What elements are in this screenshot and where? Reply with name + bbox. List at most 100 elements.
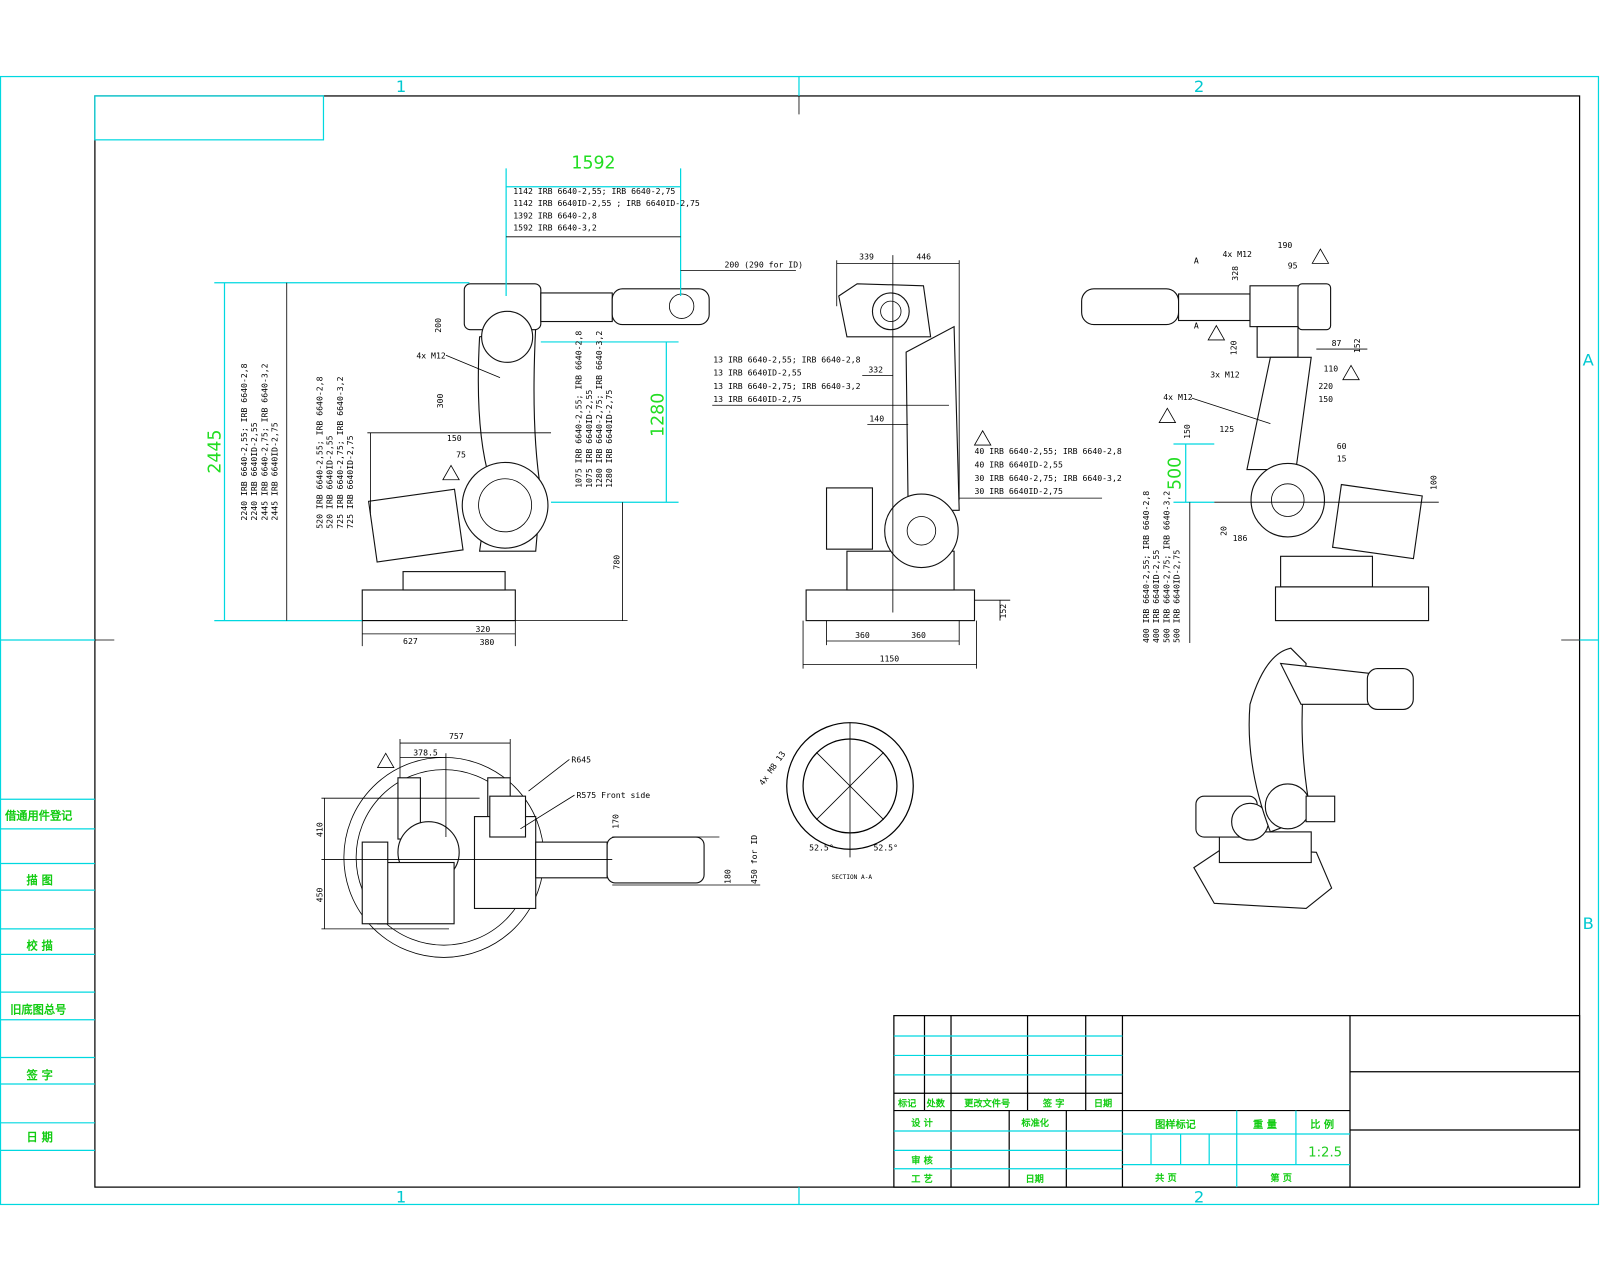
note40: 40 IRB 6640-2,55; IRB 6640-2,8 (974, 446, 1121, 456)
rear-view: A A 4x M12 190 95 328 87 152 120 3x M12 … (1082, 240, 1439, 643)
robot-top-outline (362, 778, 704, 924)
robot-isometric-view (1194, 648, 1413, 908)
dim-200: 200 (433, 318, 443, 333)
height-note: 2445 IRB 6640-2,75; IRB 6640-3,2 (259, 363, 269, 520)
height-note: 2240 IRB 6640ID-2,55 (249, 422, 259, 520)
tb-scale-label: 比 例 (1310, 1118, 1334, 1131)
side-label-old-drawing: 旧底图总号 (10, 1003, 66, 1017)
reach-note: 1142 IRB 6640ID-2,55 ; IRB 6640ID-2,75 (513, 198, 700, 208)
outer-frame (1, 77, 1599, 1205)
dim-360a: 360 (855, 630, 870, 640)
note13: 13 IRB 6640-2,75; IRB 6640-3,2 (713, 381, 860, 391)
note40: 30 IRB 6640ID-2,75 (974, 486, 1062, 496)
dim-328: 328 (1230, 266, 1240, 281)
m12-callout: 4x M12 (416, 350, 446, 360)
reach-note: 1592 IRB 6640-3,2 (513, 223, 597, 233)
robot-rear-outline (1082, 284, 1429, 621)
dim-152-rear: 152 (1352, 338, 1362, 353)
radius-645: R645 (571, 754, 591, 764)
dim-87: 87 (1332, 338, 1342, 348)
tb-weight: 重 量 (1253, 1118, 1277, 1131)
tb-standardization: 标准化 (1020, 1117, 1049, 1129)
m12-callout-c: 4x M12 (1163, 392, 1193, 402)
wrist-note: 200 (290 for ID) (724, 259, 803, 269)
note40: 40 IRB 6640ID-2,55 (974, 459, 1062, 469)
tb-count: 处数 (926, 1097, 946, 1109)
height-note: 2240 IRB 6640-2,55; IRB 6640-2,8 (239, 363, 249, 520)
upper-note: 1075 IRB 6640-2,55; IRB 6640-2,8 (574, 331, 584, 488)
dim-339: 339 (859, 251, 874, 261)
dim-125: 125 (1219, 424, 1234, 434)
dim-450: 450 (314, 888, 324, 903)
dim-2445: 2445 (205, 430, 225, 474)
rear-note: 500 IRB 6640-2,75; IRB 6640-3,2 (1161, 491, 1171, 643)
reach-note: 1142 IRB 6640-2,55; IRB 6640-2,75 (513, 186, 675, 196)
note13: 13 IRB 6640ID-2,55 (713, 368, 801, 378)
m12-callout-a: 4x M12 (1222, 249, 1252, 259)
dim-627: 627 (403, 636, 418, 646)
dim-320: 320 (476, 624, 491, 634)
dim-170: 170 (610, 814, 620, 829)
rear-note: 500 IRB 6640ID-2,75 (1172, 550, 1182, 643)
side-label-sign: 签 字 (26, 1068, 53, 1082)
dim-780: 780 (611, 555, 621, 570)
note40: 30 IRB 6640-2,75; IRB 6640-3,2 (974, 473, 1121, 483)
corner-box (95, 96, 324, 140)
tb-scale-value: 1:2.5 (1308, 1145, 1342, 1160)
section-angle-1: 52.5° (809, 842, 834, 852)
dim-500: 500 (1166, 457, 1186, 490)
rear-note: 400 IRB 6640-2,55; IRB 6640-2,8 (1141, 491, 1151, 643)
dim-110: 110 (1323, 364, 1338, 374)
dim-300: 300 (435, 393, 445, 408)
section-angle-2: 52.5° (873, 842, 898, 852)
dim-450-id: 450 for ID (749, 835, 759, 884)
side-strip-table: 借通用件登记 描 图 校 描 旧底图总号 签 字 日 期 (0, 799, 95, 1150)
dim-140: 140 (869, 414, 884, 424)
dim-150: 150 (447, 433, 462, 443)
m12-callout-b: 3x M12 (1210, 370, 1240, 380)
side-label-date: 日 期 (27, 1130, 53, 1144)
upper-note: 1280 IRB 6640-2,75; IRB 6640-3,2 (594, 331, 604, 488)
tb-sheet-no: 第 页 (1270, 1172, 1292, 1184)
dim-20: 20 (1219, 526, 1229, 536)
section-label: SECTION A-A (832, 874, 873, 881)
grid-col-2: 2 (1194, 77, 1204, 96)
section-a-a: 4x M8 13 52.5° 52.5° SECTION A-A (757, 723, 914, 881)
dim-75: 75 (456, 449, 466, 459)
top-view: 757 378.5 R645 R575 Front side 410 450 1… (314, 731, 760, 957)
tb-drawing-mark: 图样标记 (1155, 1118, 1197, 1131)
section-holes: 4x M8 13 (757, 749, 788, 787)
upper-note: 1280 IRB 6640ID-2,75 (604, 390, 614, 488)
reach-note: 1392 IRB 6640-2,8 (513, 210, 597, 220)
grid-col-2-bottom: 2 (1194, 1187, 1204, 1206)
side-label-borrow: 借通用件登记 (4, 809, 73, 823)
dim-190: 190 (1278, 240, 1293, 250)
upper-note: 1075 IRB 6640ID-2,55 (584, 390, 594, 488)
dim-380: 380 (480, 637, 495, 647)
section-mark-a2: A (1194, 321, 1199, 331)
radius-575: R575 Front side (577, 790, 651, 800)
tb-date: 日期 (1094, 1097, 1112, 1109)
title-block: 标记 处数 更改文件号 签 字 日期 设 计 标准化 审 核 工 艺 日期 图样… (894, 1016, 1580, 1187)
dim-1280: 1280 (648, 393, 668, 437)
dim-120: 120 (1229, 340, 1239, 355)
tb-total-sheets: 共 页 (1155, 1172, 1177, 1184)
dim-446: 446 (916, 251, 931, 261)
tb-review: 审 核 (911, 1155, 933, 1167)
dim-360b: 360 (911, 630, 926, 640)
dim-152: 152 (998, 604, 1008, 619)
arm-note: 725 IRB 6640ID-2,75 (345, 435, 355, 528)
dim-180: 180 (723, 869, 733, 884)
robot-front-outline (806, 284, 974, 621)
tb-design: 设 计 (911, 1117, 933, 1129)
tb-process: 工 艺 (911, 1173, 933, 1185)
tb-mark: 标记 (897, 1097, 917, 1109)
grid-row-b: B (1583, 914, 1594, 933)
dim-100: 100 (1429, 475, 1439, 490)
side-label-check: 校 描 (27, 938, 53, 952)
dim-186: 186 (1233, 533, 1248, 543)
note13: 13 IRB 6640-2,55; IRB 6640-2,8 (713, 354, 860, 364)
dim-378-5: 378.5 (413, 747, 438, 757)
grid-row-a: A (1583, 350, 1595, 369)
